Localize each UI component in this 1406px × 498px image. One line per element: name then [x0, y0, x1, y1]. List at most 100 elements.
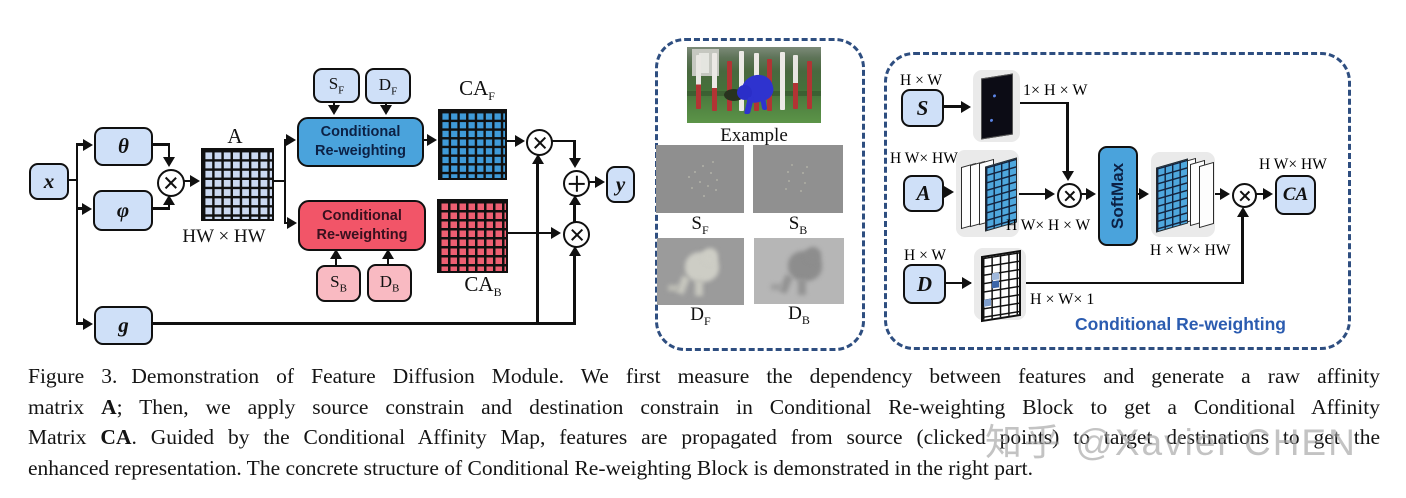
arrowhead [427, 134, 437, 146]
a-stack-bg [956, 150, 1019, 237]
stack-sheet-blue [1156, 158, 1188, 233]
caf-label: CAF [459, 76, 495, 104]
connector-line [504, 231, 559, 235]
conditional-reweighting-block-background: Conditional Re-weighting [298, 200, 426, 251]
connector-line [940, 105, 968, 108]
arrowhead [287, 217, 297, 229]
arrowhead [944, 185, 954, 198]
arrowhead [962, 277, 972, 289]
multiply-operator-background [563, 221, 590, 248]
arrowhead [163, 157, 175, 167]
cab-matrix-grid [437, 199, 508, 273]
affinity-matrix-dims: HW × HW [182, 226, 266, 247]
connector-line [283, 139, 287, 224]
node-theta: θ [94, 127, 153, 166]
node-sb: SB [316, 265, 361, 302]
caf-matrix-grid [438, 109, 507, 180]
sb-map-image [753, 145, 843, 213]
photo-dog-head [737, 85, 752, 100]
connector-line [536, 162, 539, 324]
a-dims-label: H W× HW [890, 150, 958, 167]
photo-pole [780, 52, 785, 110]
connector-line [167, 143, 171, 160]
node-x: x [29, 163, 69, 200]
caption-line-1: Figure 3.Demonstration of Feature Diffus… [28, 364, 1380, 388]
node-y: y [606, 166, 635, 203]
cab-label: CAB [464, 272, 502, 300]
connector-line [386, 256, 390, 265]
db-map-image [754, 238, 844, 304]
cr-blue-line2: Re-weighting [314, 143, 407, 159]
figure-caption: Figure 3.Demonstration of Feature Diffus… [28, 361, 1380, 483]
arrowhead [1139, 188, 1149, 200]
photo-pole [696, 55, 701, 109]
sf-map-label: SF [691, 213, 709, 237]
d-out-dims-label: H × W× 1 [1030, 291, 1095, 308]
sf-label: SF [328, 74, 345, 97]
df-map-label: DF [690, 304, 711, 328]
example-photo [687, 47, 821, 123]
multiply-operator-foreground [526, 129, 553, 156]
connector-line [1253, 192, 1270, 196]
connector-line [1241, 214, 1244, 283]
caption-line-3: Matrix CA. Guided by the Conditional Aff… [28, 425, 1380, 450]
connector-line [573, 140, 576, 161]
affinity-matrix-label: A [227, 124, 243, 148]
sb-label: SB [330, 272, 347, 295]
multiply-operator-sa [1057, 183, 1082, 208]
arrowhead [382, 249, 394, 259]
arrowhead [1263, 188, 1273, 200]
multiply-operator-theta-phi [157, 169, 185, 197]
arrowhead [568, 246, 581, 256]
connector-line [149, 143, 170, 146]
photo-pole [793, 55, 798, 109]
caption-line-4: enhanced representation. The concrete st… [28, 455, 1034, 480]
arrowhead [82, 202, 92, 215]
node-a: A [903, 175, 944, 212]
connector-line [1026, 281, 1244, 285]
stack-sheet [1199, 161, 1214, 229]
affinity-matrix-grid [201, 148, 274, 221]
cr-red-line1: Conditional [322, 207, 402, 224]
df-map-image [657, 238, 744, 305]
arrowhead [515, 135, 525, 147]
arrowhead [328, 105, 340, 115]
df-label: DF [378, 74, 398, 98]
d-grid-cell [984, 298, 991, 307]
connector-line [1078, 192, 1093, 196]
sb-map-label: SB [788, 213, 808, 237]
connector-line [334, 257, 338, 266]
connector-line [503, 139, 522, 143]
connector-line [573, 254, 576, 324]
arrowhead [531, 154, 544, 164]
s-map-plane-bg [973, 70, 1020, 142]
example-label: Example [720, 125, 788, 146]
d-grid-cell [992, 280, 999, 289]
connector-line [149, 322, 576, 325]
node-d: D [903, 264, 946, 304]
connector-line [586, 180, 602, 184]
s-dims-label: H × W [900, 72, 943, 89]
d-grid [981, 249, 1021, 323]
connector-line [181, 179, 197, 183]
arrowhead [330, 249, 342, 259]
node-ca: CA [1275, 175, 1316, 215]
ca-dims-label: H W× HW [1259, 156, 1327, 173]
arrowhead [568, 195, 581, 205]
cr-red-line2: Re-weighting [316, 226, 408, 243]
cr-blue-line1: Conditional [320, 124, 401, 141]
arrowhead [961, 100, 971, 113]
arrowhead [1061, 171, 1074, 181]
photo-pole [807, 61, 812, 109]
sf-map-image [656, 145, 744, 213]
connector-line [942, 281, 971, 285]
connector-line [149, 207, 170, 210]
db-map-label: DB [788, 303, 810, 327]
photo-pole [712, 53, 717, 111]
arrowhead [1045, 188, 1055, 200]
add-operator [563, 170, 590, 197]
s-plane-dot [993, 94, 996, 98]
connector-line [332, 99, 336, 107]
d-dims-label: H × W [904, 247, 947, 264]
sf-dots [694, 171, 697, 174]
